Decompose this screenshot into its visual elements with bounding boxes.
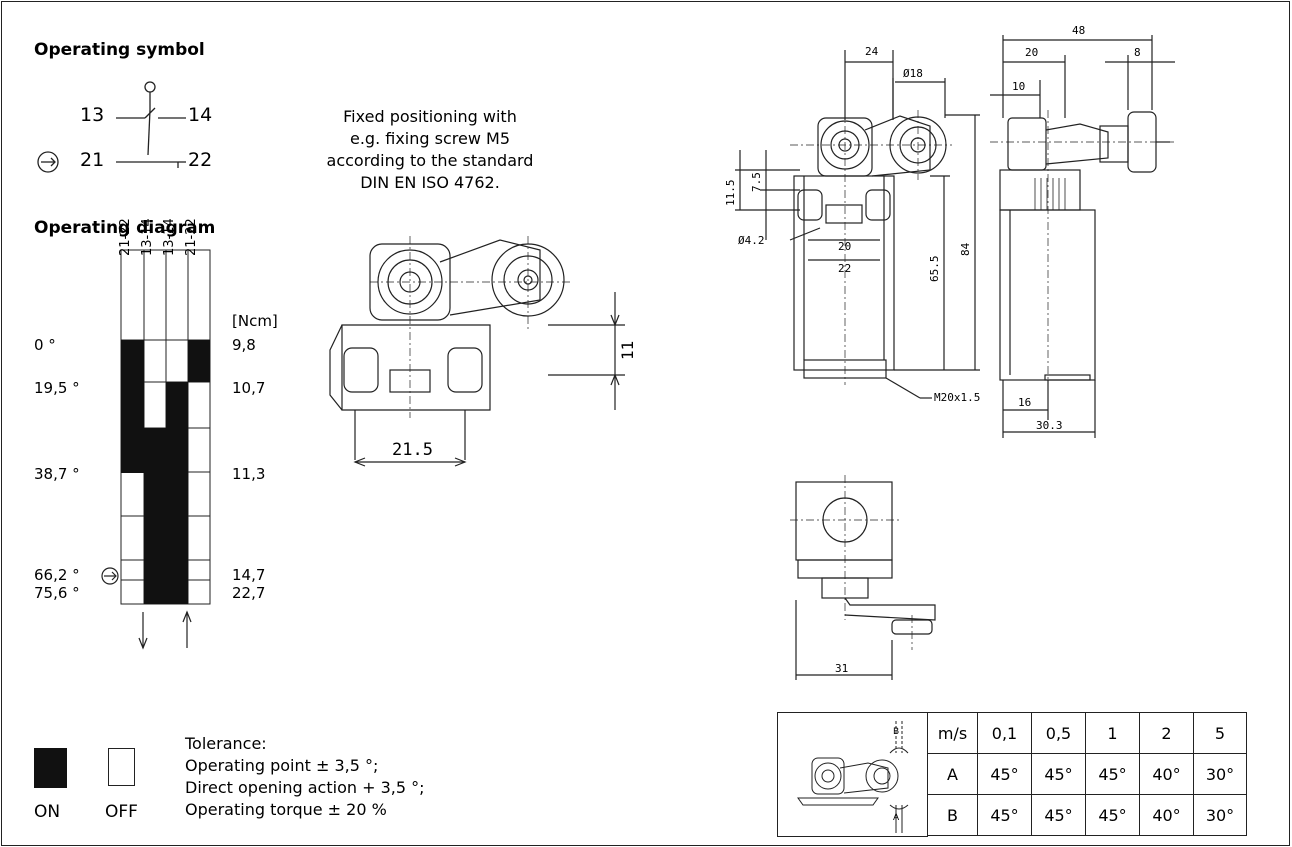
bar-21-22-left [121, 340, 144, 473]
contact-14-label: 14 [188, 104, 213, 126]
contact-13-label: 13 [80, 104, 105, 126]
positioning-note: Fixed positioning with e.g. fixing screw… [280, 106, 580, 194]
positioning-note-line2: e.g. fixing screw M5 [350, 129, 510, 148]
table-cell: 45° [1031, 753, 1086, 795]
dim-d18: Ø18 [903, 67, 923, 80]
bar-13-14-left-early [144, 428, 166, 473]
tolerance-operating-point: Operating point ± 3,5 °; [185, 756, 379, 775]
speed-table-row-a: A 45° 45° 45° 40° 30° [927, 753, 1247, 795]
dim-8: 8 [1134, 46, 1141, 59]
row-b-label: B [927, 794, 978, 836]
torque-4: 22,7 [232, 584, 266, 602]
operating-symbol-title: Operating symbol [34, 40, 205, 60]
direct-opening-icon-2 [101, 567, 119, 585]
speed-table-row-b: B 45° 45° 45° 40° 30° [927, 794, 1247, 836]
header-cell: 0,5 [1031, 712, 1086, 754]
torque-1: 10,7 [232, 379, 266, 397]
dim-24: 24 [865, 45, 879, 58]
angle-2: 38,7 ° [34, 465, 80, 483]
speed-table-image-cell: B A [777, 712, 928, 837]
positioning-note-line4: DIN EN ISO 4762. [360, 173, 500, 192]
actuator-thumbnail [797, 721, 909, 833]
dim-22: 22 [838, 262, 852, 275]
table-cell: 40° [1139, 753, 1194, 795]
header-cell: 0,1 [977, 712, 1032, 754]
header-cell: 2 [1139, 712, 1194, 754]
table-cell: 45° [977, 794, 1032, 836]
contact-21-label: 21 [80, 149, 105, 171]
dim-10: 10 [1012, 80, 1026, 93]
thumb-label-b: B [893, 727, 900, 737]
header-cell: m/s [927, 712, 978, 754]
dim-thread: M20x1.5 [934, 391, 981, 404]
off-swatch [108, 748, 135, 786]
table-cell: 40° [1139, 794, 1194, 836]
torque-0: 9,8 [232, 336, 256, 354]
table-cell: 45° [1085, 753, 1140, 795]
bar-13-14-right [166, 382, 188, 604]
row-a-label: A [927, 753, 978, 795]
angle-4: 75,6 ° [34, 584, 80, 602]
dim-20: 20 [838, 240, 852, 253]
off-label: OFF [105, 802, 138, 822]
torque-3: 14,7 [232, 566, 266, 584]
header-cell: 5 [1193, 712, 1247, 754]
contact-22-label: 22 [188, 149, 213, 171]
bar-13-14-left [144, 472, 166, 604]
tolerance-block: Tolerance: Operating point ± 3,5 °; Dire… [185, 733, 425, 821]
dim-side-20: 20 [1025, 46, 1039, 59]
dim-front-width: 21.5 [392, 440, 433, 460]
bar-21-22-right [188, 340, 210, 382]
operating-diagram-title: Operating diagram [34, 218, 216, 238]
dim-30-3: 30.3 [1036, 419, 1063, 432]
torque-unit: [Ncm] [232, 312, 278, 330]
tolerance-title: Tolerance: [185, 734, 267, 753]
positioning-note-line3: according to the standard [326, 151, 534, 170]
table-cell: 45° [1031, 794, 1086, 836]
tolerance-operating-torque: Operating torque ± 20 % [185, 800, 387, 819]
angle-1: 19,5 ° [34, 379, 80, 397]
angle-0: 0 ° [34, 336, 56, 354]
table-cell: 30° [1193, 753, 1247, 795]
table-cell: 45° [977, 753, 1032, 795]
speed-table-header-row: m/s 0,1 0,5 1 2 5 [927, 712, 1247, 754]
direct-opening-icon [37, 151, 59, 173]
table-cell: 30° [1193, 794, 1247, 836]
dim-16: 16 [1018, 396, 1032, 409]
on-swatch [34, 748, 67, 788]
on-label: ON [34, 802, 61, 822]
thumb-label-a: A [893, 813, 900, 823]
header-cell: 1 [1085, 712, 1140, 754]
positioning-note-line1: Fixed positioning with [343, 107, 517, 126]
tolerance-direct-opening: Direct opening action + 3,5 °; [185, 778, 425, 797]
dim-48: 48 [1072, 24, 1086, 37]
torque-2: 11,3 [232, 465, 266, 483]
dim-31: 31 [835, 662, 849, 675]
speed-table: m/s 0,1 0,5 1 2 5 A 45° 45° 45° 40° 30° … [927, 712, 1247, 836]
dim-d4-2: Ø4.2 [738, 234, 765, 247]
angle-3: 66,2 ° [34, 566, 80, 584]
table-cell: 45° [1085, 794, 1140, 836]
